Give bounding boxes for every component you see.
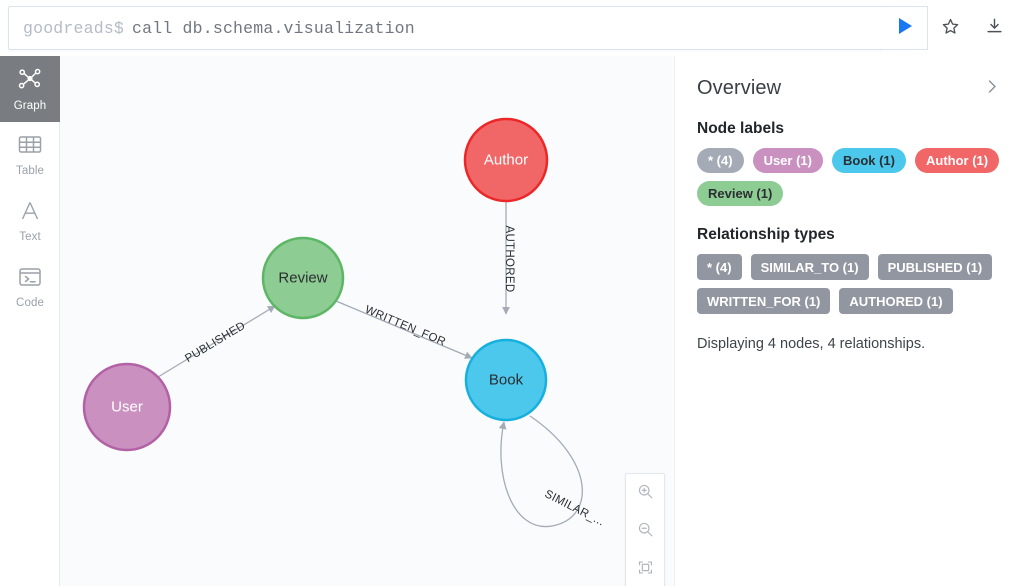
relationship-types-heading: Relationship types (697, 226, 835, 243)
table-icon (17, 133, 43, 162)
zoom-in-button[interactable] (626, 474, 664, 512)
relationship-label-authored: AUTHORED (503, 226, 515, 293)
node-labels-list: * (4) User (1) Book (1) Author (1) Revie… (697, 148, 1000, 206)
db-prompt: goodreads$ (23, 18, 125, 38)
graph-icon (17, 66, 43, 97)
relationship-chip-written-for[interactable]: WRITTEN_FOR (1) (697, 288, 831, 314)
relationship-chip-published[interactable]: PUBLISHED (1) (877, 254, 993, 280)
sidebar-label-table: Table (16, 164, 44, 177)
overview-panel: Overview Node labels * (4) User (1) Book… (675, 56, 1024, 586)
relationship-authored[interactable]: AUTHORED (502, 201, 515, 315)
chevron-right-icon (984, 80, 1000, 98)
graph-node-book[interactable]: Book (464, 338, 548, 422)
sidebar-item-text[interactable]: Text (0, 188, 60, 254)
sidebar-label-text: Text (19, 230, 41, 243)
relationship-types-list: * (4) SIMILAR_TO (1) PUBLISHED (1) WRITT… (697, 254, 1000, 314)
node-label-pill-book[interactable]: Book (1) (831, 148, 906, 173)
relationship-chip-authored[interactable]: AUTHORED (1) (839, 288, 953, 314)
query-line: goodreads$ call db.schema.visualization (23, 19, 415, 38)
relationship-similar-to[interactable]: SIMILAR_... (498, 415, 607, 528)
run-query-button[interactable] (882, 6, 928, 50)
zoom-out-icon (637, 521, 654, 541)
node-label-pill-all[interactable]: * (4) (697, 148, 744, 173)
relationship-published[interactable]: PUBLISHED (157, 305, 276, 378)
query-editor-bar: goodreads$ call db.schema.visualization (0, 0, 1024, 56)
node-label-pill-author[interactable]: Author (1) (914, 148, 1000, 173)
fit-to-screen-button[interactable] (626, 550, 664, 586)
query-editor[interactable]: goodreads$ call db.schema.visualization (8, 6, 883, 50)
text-icon (17, 199, 43, 228)
graph-node-author[interactable]: Author (463, 117, 549, 203)
relationship-chip-similar-to[interactable]: SIMILAR_TO (1) (750, 254, 869, 280)
download-button[interactable] (972, 6, 1016, 50)
sidebar-label-graph: Graph (13, 99, 47, 112)
zoom-controls (625, 473, 665, 586)
relationship-chip-all[interactable]: * (4) (697, 254, 742, 280)
view-mode-sidebar: Graph Table Text (0, 56, 60, 586)
graph-node-user[interactable]: User (82, 362, 172, 452)
code-icon (17, 265, 43, 294)
query-text: call db.schema.visualization (132, 18, 415, 38)
node-labels-heading: Node labels (697, 120, 784, 137)
graph-visualization[interactable]: AUTHORED PUBLISHED WRITTEN_FOR SIMILAR_.… (60, 56, 1024, 586)
sidebar-label-code: Code (16, 296, 44, 309)
play-icon (896, 16, 914, 41)
relationship-label-written-for: WRITTEN_FOR (363, 304, 447, 349)
sidebar-item-table[interactable]: Table (0, 122, 60, 188)
collapse-panel-button[interactable] (984, 76, 1000, 98)
download-icon (985, 17, 1004, 39)
overview-summary: Displaying 4 nodes, 4 relationships. (697, 336, 926, 352)
node-label-pill-user[interactable]: User (1) (752, 148, 823, 173)
node-label-pill-review[interactable]: Review (1) (697, 181, 784, 206)
zoom-out-button[interactable] (626, 512, 664, 550)
sidebar-item-code[interactable]: Code (0, 254, 60, 320)
fit-to-screen-icon (637, 559, 654, 579)
favorite-button[interactable] (928, 6, 972, 50)
zoom-in-icon (637, 483, 654, 503)
editor-actions (882, 6, 1016, 50)
star-icon (941, 17, 960, 39)
graph-canvas[interactable]: AUTHORED PUBLISHED WRITTEN_FOR SIMILAR_.… (60, 56, 1024, 586)
graph-node-review[interactable]: Review (261, 236, 345, 320)
relationship-written-for[interactable]: WRITTEN_FOR (335, 300, 473, 359)
overview-header: Overview (697, 76, 1000, 100)
sidebar-item-graph[interactable]: Graph (0, 56, 60, 122)
overview-title: Overview (697, 77, 782, 99)
relationship-label-similar-to: SIMILAR_... (543, 488, 607, 528)
relationship-label-published: PUBLISHED (183, 320, 247, 365)
